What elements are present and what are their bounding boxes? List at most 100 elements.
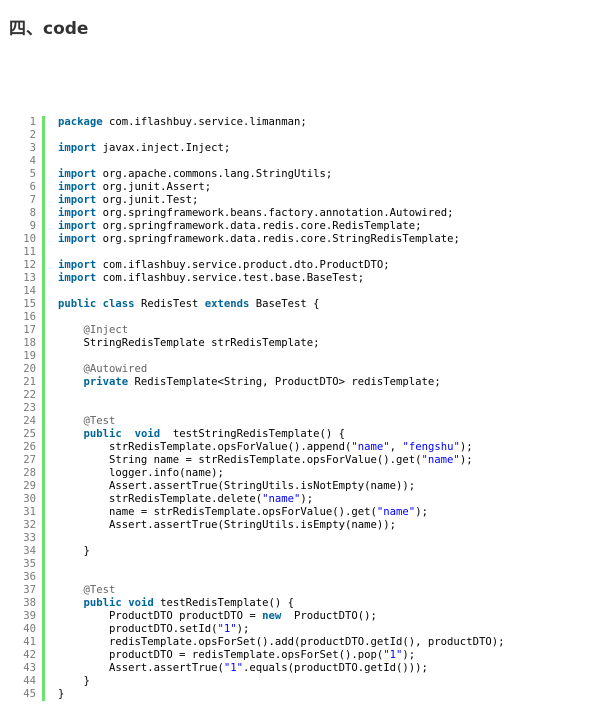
annotation-token: @Test: [83, 415, 116, 427]
line-number: 4: [29, 155, 36, 167]
code-token: );: [459, 441, 473, 453]
code-text: public class RedisTest extends BaseTest …: [58, 298, 320, 311]
code-token: org.apache.commons.lang.StringUtils;: [96, 168, 333, 180]
line-number: 3: [29, 142, 36, 154]
line-number: 26: [23, 441, 36, 453]
code-line: 20 @Autowired: [18, 363, 588, 376]
code-line: 2: [18, 129, 588, 142]
string-token: "name": [351, 441, 390, 453]
keyword-token: public: [83, 597, 122, 609]
code-token: );: [300, 493, 314, 505]
code-token: [58, 584, 84, 596]
line-number: 36: [23, 571, 36, 583]
code-text: import org.springframework.data.redis.co…: [58, 220, 422, 233]
code-text: import org.junit.Assert;: [58, 181, 211, 194]
code-text: Assert.assertTrue("1".equals(productDTO.…: [58, 662, 428, 675]
line-number: 20: [23, 363, 36, 375]
line-number: 38: [23, 597, 36, 609]
code-line: 15 public class RedisTest extends BaseTes…: [18, 298, 588, 311]
code-token: javax.inject.Inject;: [96, 142, 231, 154]
code-text: StringRedisTemplate strRedisTemplate;: [58, 337, 320, 350]
line-number: 32: [23, 519, 36, 531]
code-token: );: [402, 649, 416, 661]
code-token: logger.info(name);: [58, 467, 224, 479]
code-token: org.junit.Test;: [96, 194, 199, 206]
code-token: [58, 597, 84, 609]
code-text: productDTO = redisTemplate.opsForSet().p…: [58, 649, 415, 662]
keyword-token: void: [128, 597, 154, 609]
code-line: 36: [18, 571, 588, 584]
code-line: 21 private RedisTemplate<String, Product…: [18, 376, 588, 389]
line-number: 42: [23, 649, 36, 661]
line-number: 44: [23, 675, 36, 687]
code-token: Assert.assertTrue(: [58, 662, 224, 674]
code-line: 34 }: [18, 545, 588, 558]
code-line: 24 @Test: [18, 415, 588, 428]
string-token: "1": [217, 623, 237, 635]
line-number: 14: [23, 285, 36, 297]
line-number: 39: [23, 610, 36, 622]
line-number: 34: [23, 545, 36, 557]
code-token: }: [58, 688, 65, 700]
code-line: 41 redisTemplate.opsForSet().add(product…: [18, 636, 588, 649]
code-text: @Test: [58, 584, 116, 597]
code-text: Assert.assertTrue(StringUtils.isEmpty(na…: [58, 519, 396, 532]
code-token: strRedisTemplate.delete(: [58, 493, 263, 505]
code-token: [58, 415, 84, 427]
code-text: import com.iflashbuy.service.test.base.B…: [58, 272, 364, 285]
code-token: productDTO.setId(: [58, 623, 218, 635]
code-text: import javax.inject.Inject;: [58, 142, 230, 155]
code-token: [58, 324, 84, 336]
code-token: Assert.assertTrue(StringUtils.isEmpty(na…: [58, 519, 397, 531]
code-token: redisTemplate.opsForSet().add(productDTO…: [58, 636, 505, 648]
code-line: 33: [18, 532, 588, 545]
line-number: 8: [29, 207, 36, 219]
code-token: [58, 428, 84, 440]
keyword-token: import: [58, 259, 97, 271]
line-number: 27: [23, 454, 36, 466]
line-number: 5: [29, 168, 36, 180]
code-line: 27 String name = strRedisTemplate.opsFor…: [18, 454, 588, 467]
code-text: import org.junit.Test;: [58, 194, 198, 207]
keyword-token: import: [58, 220, 97, 232]
code-line: 31 name = strRedisTemplate.opsForValue()…: [18, 506, 588, 519]
keyword-token: new: [262, 610, 282, 622]
line-number: 28: [23, 467, 36, 479]
keyword-token: import: [58, 194, 97, 206]
code-text: private RedisTemplate<String, ProductDTO…: [58, 376, 441, 389]
annotation-token: @Test: [83, 584, 116, 596]
code-token: testRedisTemplate() {: [153, 597, 295, 609]
code-token: }: [58, 545, 90, 557]
code-token: org.springframework.beans.factory.annota…: [96, 207, 454, 219]
code-token: com.iflashbuy.service.limanman;: [102, 116, 307, 128]
code-token: productDTO = redisTemplate.opsForSet().p…: [58, 649, 384, 661]
line-number: 24: [23, 415, 36, 427]
code-token: .equals(productDTO.getId()));: [242, 662, 428, 674]
keyword-token: import: [58, 233, 97, 245]
section-heading: 四、code: [9, 19, 89, 39]
string-token: "1": [383, 649, 403, 661]
code-line: 35: [18, 558, 588, 571]
line-number: 29: [23, 480, 36, 492]
code-line: 8 import org.springframework.beans.factor…: [18, 207, 588, 220]
line-number: 31: [23, 506, 36, 518]
code-token: strRedisTemplate.opsForValue().append(: [58, 441, 352, 453]
code-text: import com.iflashbuy.service.product.dto…: [58, 259, 390, 272]
line-number: 25: [23, 428, 36, 440]
code-text: name = strRedisTemplate.opsForValue().ge…: [58, 506, 428, 519]
code-line: 22: [18, 389, 588, 402]
code-text: import org.springframework.beans.factory…: [58, 207, 453, 220]
code-token: ProductDTO();: [281, 610, 377, 622]
keyword-token: import: [58, 142, 97, 154]
keyword-token: void: [134, 428, 161, 440]
code-line: 30 strRedisTemplate.delete("name");: [18, 493, 588, 506]
code-text: strRedisTemplate.delete("name");: [58, 493, 313, 506]
code-line: 19: [18, 350, 588, 363]
code-text: strRedisTemplate.opsForValue().append("n…: [58, 441, 473, 454]
code-line: 44 }: [18, 675, 588, 688]
code-line: 29 Assert.assertTrue(StringUtils.isNotEm…: [18, 480, 588, 493]
line-number: 15: [23, 298, 36, 310]
line-number: 16: [23, 311, 36, 323]
